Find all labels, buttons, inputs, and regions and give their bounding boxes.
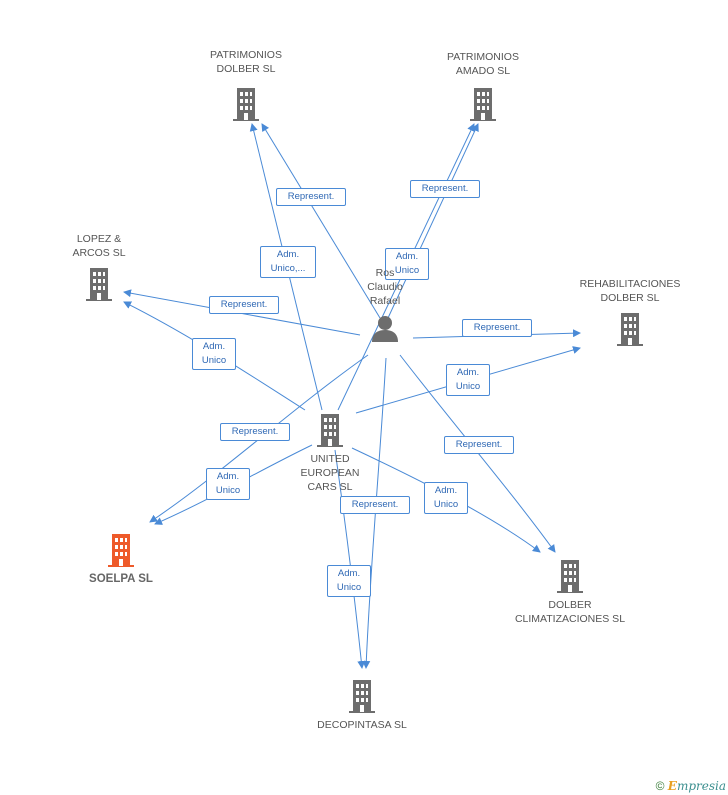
brand-initial: E xyxy=(667,779,677,793)
node-person[interactable]: Ros Claudio Rafael xyxy=(350,266,420,342)
node-label: PATRIMONIOS AMADO SL xyxy=(447,51,519,77)
edge-label-adm-unico[interactable]: Adm. Unico xyxy=(385,248,429,280)
node-patrimonios-amado[interactable]: PATRIMONIOS AMADO SL xyxy=(433,50,533,122)
edge-person-dolber-clim xyxy=(399,354,556,553)
edge-label-represent[interactable]: Represent. xyxy=(462,319,532,337)
node-decopintasa[interactable]: DECOPINTASA SL xyxy=(310,678,414,732)
edge-label-represent[interactable]: Represent. xyxy=(209,296,279,314)
edge-label-adm-unico[interactable]: Adm. Unico xyxy=(192,338,236,370)
node-label: UNITED EUROPEAN CARS SL xyxy=(300,453,360,493)
edge-label-adm-unico[interactable]: Adm. Unico xyxy=(446,364,490,396)
edge-label-adm-unico[interactable]: Adm. Unico xyxy=(424,482,468,514)
building-icon xyxy=(231,86,261,122)
node-dolber-clim[interactable]: DOLBER CLIMATIZACIONES SL xyxy=(508,558,632,626)
edge-label-represent[interactable]: Represent. xyxy=(444,436,514,454)
edge-label-adm-unico[interactable]: Adm. Unico,... xyxy=(260,246,316,278)
node-label: REHABILITACIONES DOLBER SL xyxy=(579,278,681,304)
edge-label-represent[interactable]: Represent. xyxy=(340,496,410,514)
edge-label-represent[interactable]: Represent. xyxy=(276,188,346,206)
building-icon xyxy=(468,86,498,122)
node-rehabilitaciones[interactable]: REHABILITACIONES DOLBER SL xyxy=(570,277,690,347)
edge-label-adm-unico[interactable]: Adm. Unico xyxy=(206,468,250,500)
edge-person-patrimonios-amado xyxy=(387,123,479,319)
node-label: DECOPINTASA SL xyxy=(317,719,407,731)
empresia-logo: Empresia xyxy=(668,779,726,793)
node-patrimonios-dolber[interactable]: PATRIMONIOS DOLBER SL xyxy=(196,48,296,122)
person-icon xyxy=(371,314,399,342)
node-united[interactable]: UNITED EUROPEAN CARS SL xyxy=(290,412,370,494)
building-icon xyxy=(615,311,645,347)
building-icon xyxy=(106,532,136,568)
building-icon xyxy=(555,558,585,594)
node-label: LOPEZ & ARCOS SL xyxy=(72,233,126,259)
empresia-watermark: © Empresia xyxy=(656,779,726,793)
edge-label-adm-unico[interactable]: Adm. Unico xyxy=(327,565,371,597)
building-icon xyxy=(84,266,114,302)
edge-person-patrimonios-dolber xyxy=(261,123,381,319)
building-icon xyxy=(347,678,377,714)
copyright-symbol: © xyxy=(655,779,665,793)
edge-label-represent[interactable]: Represent. xyxy=(220,423,290,441)
edge-person-decopintasa xyxy=(362,357,387,669)
node-lopez-arcos[interactable]: LOPEZ & ARCOS SL xyxy=(54,232,144,302)
node-label: Ros Claudio Rafael xyxy=(367,267,403,307)
node-soelpa[interactable]: SOELPA SL xyxy=(76,532,166,586)
edge-person-soelpa xyxy=(149,354,369,523)
building-icon xyxy=(315,412,345,448)
node-label: PATRIMONIOS DOLBER SL xyxy=(210,49,282,75)
edge-label-represent[interactable]: Represent. xyxy=(410,180,480,198)
node-label: SOELPA SL xyxy=(89,573,153,585)
node-label: DOLBER CLIMATIZACIONES SL xyxy=(514,599,626,625)
brand-rest: mpresia xyxy=(676,779,726,793)
edge-united-decopintasa xyxy=(334,449,366,669)
